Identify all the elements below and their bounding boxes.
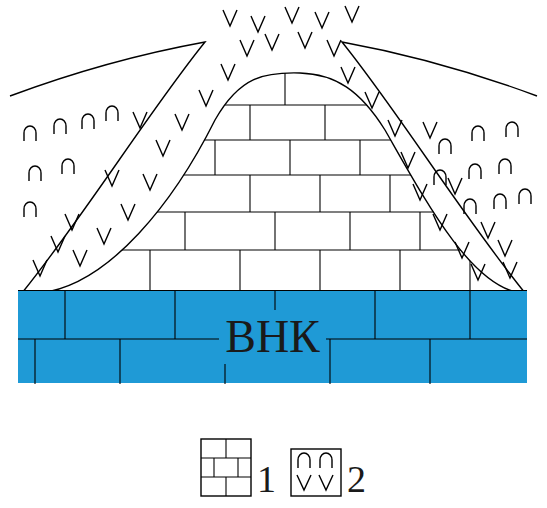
legend-item: 1	[200, 438, 276, 498]
legend: 12	[200, 438, 366, 498]
salt-symbols	[24, 106, 531, 217]
limestone-reef	[0, 73, 547, 293]
evaporite-swatch	[290, 448, 342, 498]
water-band: ВНК	[18, 290, 527, 383]
limestone-swatch	[200, 438, 252, 498]
anhydrite-symbols	[33, 6, 517, 280]
legend-number: 1	[257, 460, 276, 498]
legend-item: 2	[290, 448, 366, 498]
contact-label: ВНК	[219, 310, 326, 364]
legend-number: 2	[347, 460, 366, 498]
